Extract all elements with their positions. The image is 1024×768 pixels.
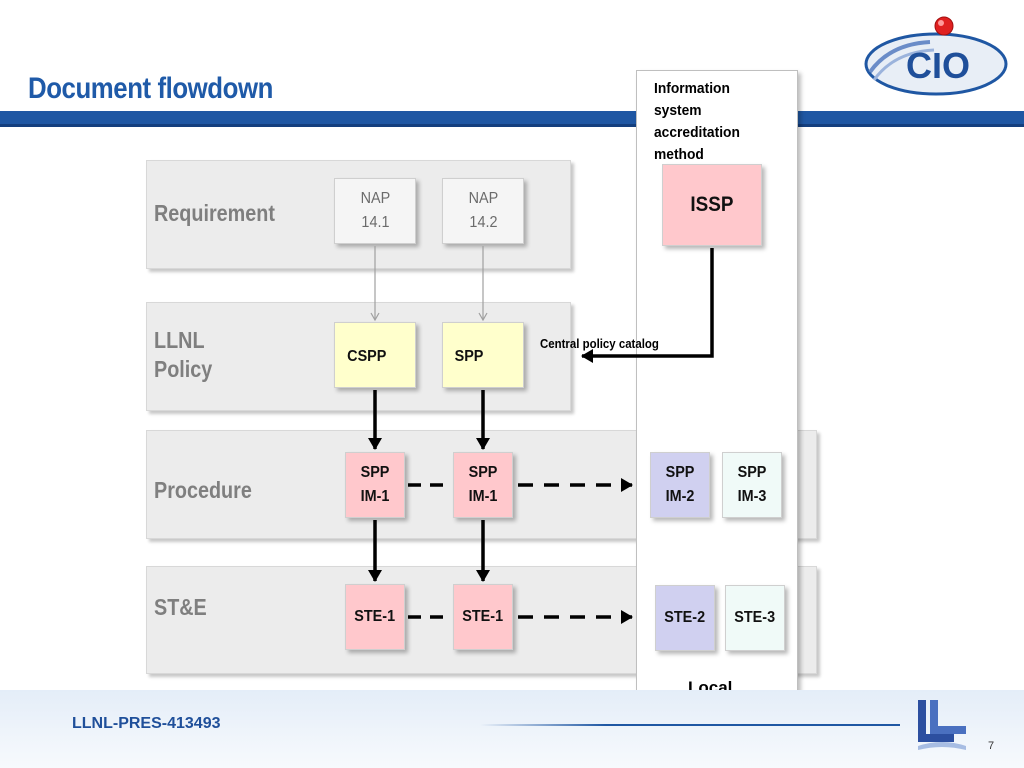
page-number: 7	[988, 740, 995, 752]
issp-label: ISSP	[690, 193, 734, 216]
spp-im3-label: SPP IM-3	[737, 464, 767, 505]
band-label-ste: ST&E	[154, 594, 207, 620]
ste-2-label: STE-2	[664, 609, 706, 626]
spp-im1-box-b: SPP IM-1	[453, 452, 513, 518]
ste-1-label-a: STE-1	[354, 608, 396, 625]
band-label-policy: LLNL Policy	[154, 327, 213, 382]
ste-2-box: STE-2	[655, 585, 715, 651]
issp-box: ISSP	[662, 164, 762, 246]
ste-1-label-b: STE-1	[462, 608, 504, 625]
spp-im2-box: SPP IM-2	[650, 452, 710, 518]
band-label-procedure: Procedure	[154, 477, 252, 503]
title-bar	[0, 111, 1024, 127]
spp-box: SPP	[442, 322, 524, 388]
ste-3-label: STE-3	[734, 609, 776, 626]
spp-im3-box: SPP IM-3	[722, 452, 782, 518]
footer-presentation-id: LLNL-PRES-413493	[72, 715, 221, 732]
spp-label: SPP	[454, 348, 484, 365]
accreditation-method-title: Information system accreditation method	[654, 80, 740, 163]
nap-14-2-label: NAP 14.2	[468, 190, 498, 231]
central-policy-catalog-label: Central policy catalog	[540, 336, 659, 351]
nap-14-2-box: NAP 14.2	[442, 178, 524, 244]
cio-logo-text: CIO	[906, 45, 970, 86]
ste-3-box: STE-3	[725, 585, 785, 651]
ste-1-box-a: STE-1	[345, 584, 405, 650]
ste-1-box-b: STE-1	[453, 584, 513, 650]
spp-im1-label-b: SPP IM-1	[468, 464, 498, 505]
cspp-label: CSPP	[347, 348, 387, 365]
nap-14-1-box: NAP 14.1	[334, 178, 416, 244]
cspp-box: CSPP	[334, 322, 416, 388]
spp-im2-label: SPP IM-2	[665, 464, 695, 505]
nap-14-1-label: NAP 14.1	[360, 190, 390, 231]
spp-im1-label-a: SPP IM-1	[360, 464, 390, 505]
slide-title: Document flowdown	[28, 72, 273, 105]
cio-logo: CIO	[864, 16, 1008, 96]
spp-im1-box-a: SPP IM-1	[345, 452, 405, 518]
band-label-requirement: Requirement	[154, 200, 275, 226]
footer-divider	[480, 724, 900, 726]
llnl-logo	[918, 700, 966, 750]
footer-band	[0, 690, 1024, 768]
